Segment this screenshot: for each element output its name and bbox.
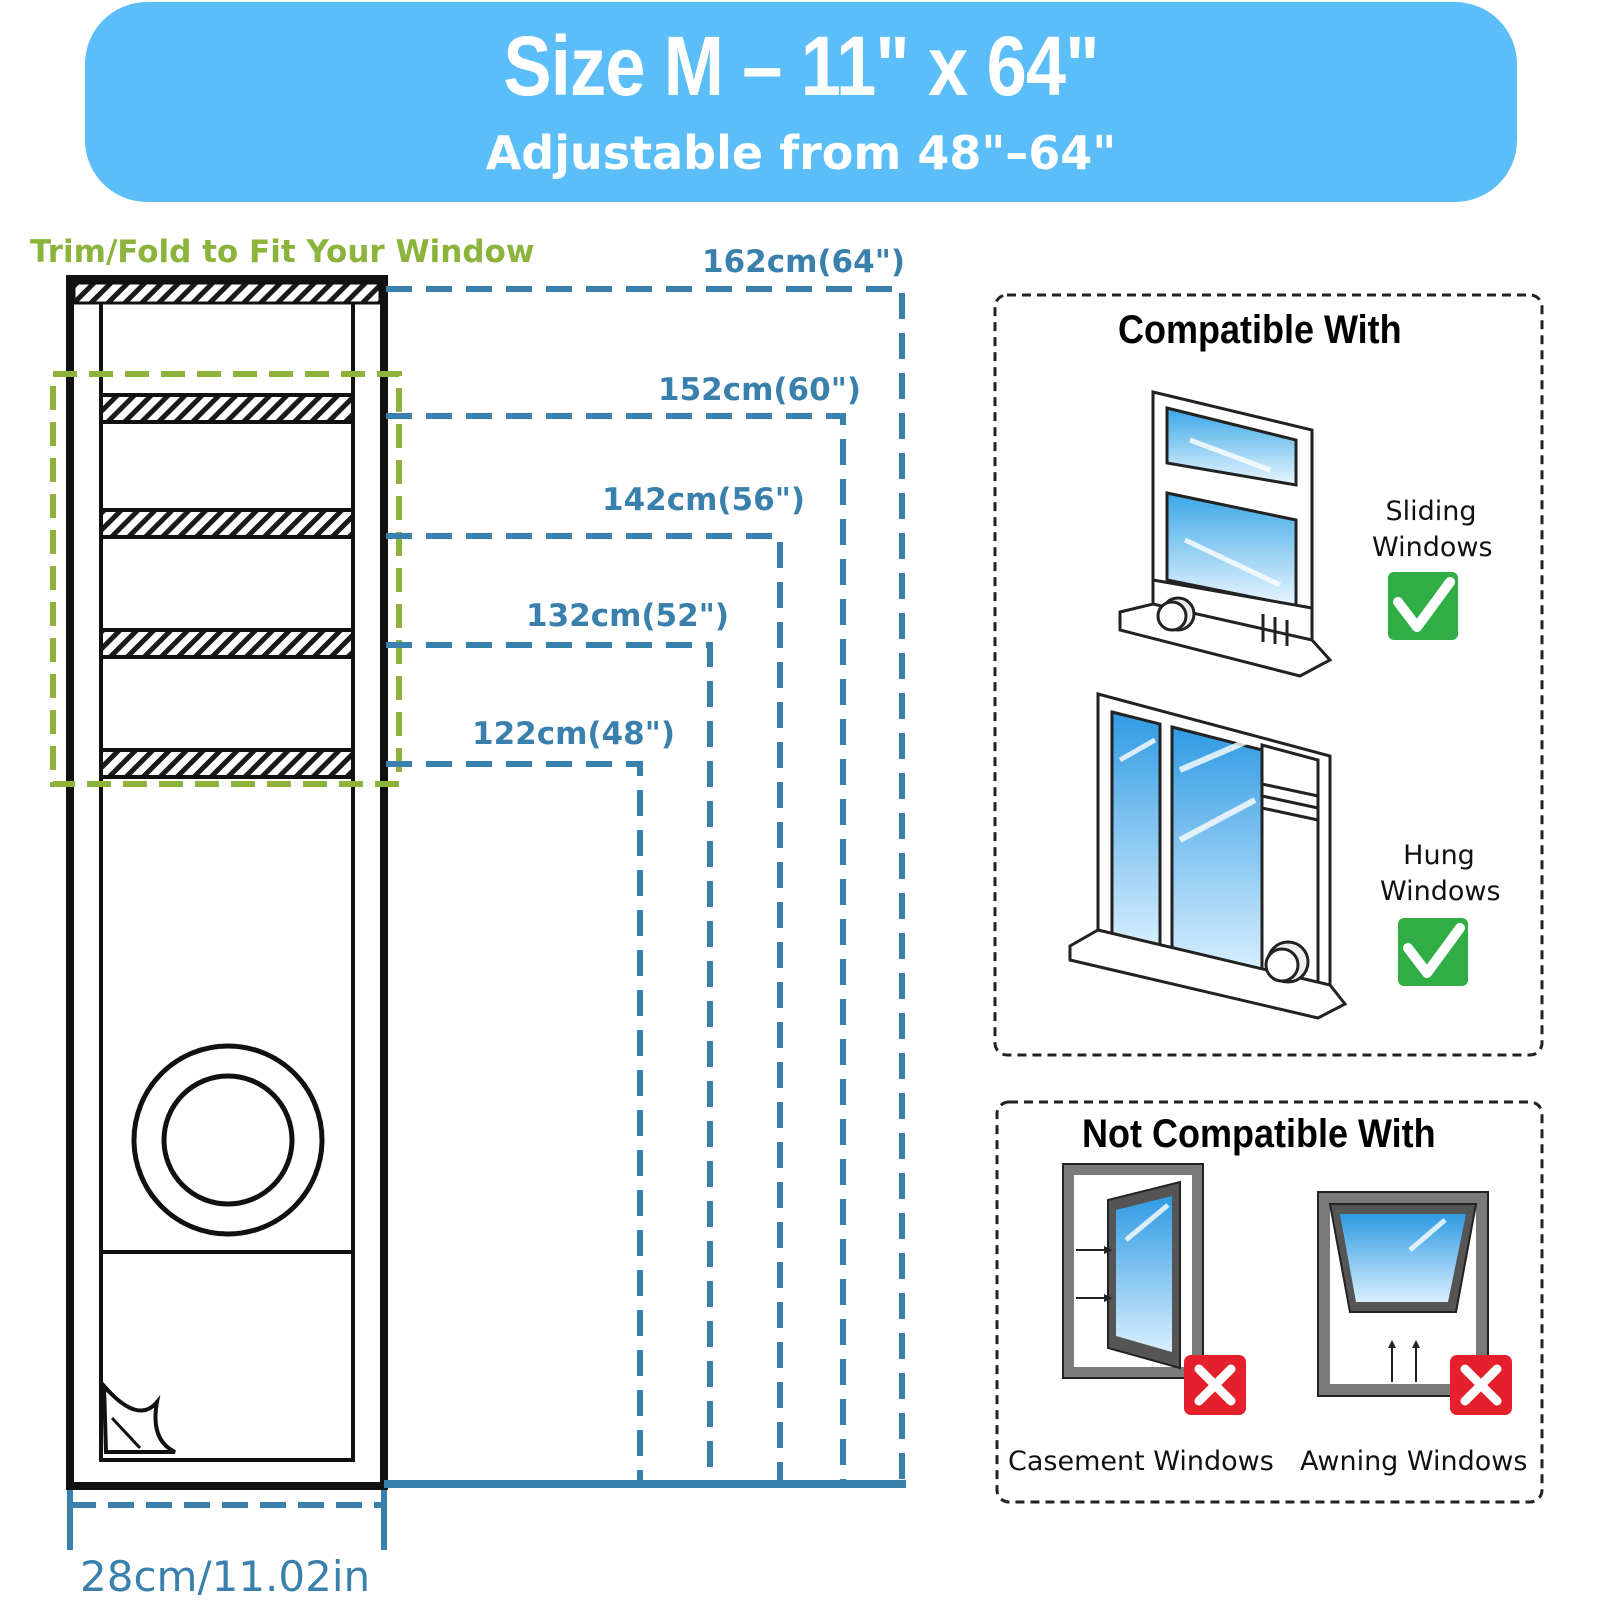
dimension-line-152cm	[386, 413, 846, 1484]
banner-title: Size M – 11" x 64"	[503, 19, 1099, 113]
window-panel	[66, 275, 388, 1490]
size-banner: Size M – 11" x 64" Adjustable from 48"–6…	[85, 2, 1517, 202]
hung-window-icon	[1068, 692, 1348, 1020]
top-hatch-strip	[72, 281, 382, 305]
check-icon	[1388, 572, 1458, 640]
awning-windows-label: Awning Windows	[1300, 1446, 1528, 1477]
fold-strips	[99, 393, 355, 779]
width-label: 28cm/11.02in	[80, 1552, 371, 1601]
cross-icon	[1450, 1355, 1512, 1415]
casement-window-icon	[1062, 1163, 1204, 1379]
dimension-line-132cm	[386, 642, 713, 1484]
dimension-line-142cm	[386, 533, 783, 1484]
not-compatible-title: Not Compatible With	[1082, 1112, 1436, 1156]
dimension-line-122cm	[386, 761, 643, 1484]
check-icon	[1398, 918, 1468, 986]
length-label-122cm: 122cm(48")	[472, 716, 676, 752]
length-label-142cm: 142cm(56")	[602, 482, 806, 518]
width-dimension	[67, 1490, 387, 1550]
hung-windows-label: Hung Windows	[1380, 840, 1501, 907]
awning-window-icon	[1317, 1191, 1489, 1397]
trim-fold-zone	[50, 371, 402, 787]
sliding-windows-label: Sliding Windows	[1372, 496, 1493, 563]
compatible-title: Compatible With	[1118, 308, 1402, 352]
compatible-box	[993, 293, 1544, 1057]
dimension-line-162cm	[386, 286, 905, 1484]
length-dimension-lines	[386, 286, 905, 1484]
exhaust-hole-icon	[131, 1043, 325, 1237]
corner-peel-icon	[101, 1380, 176, 1454]
not-compatible-box	[995, 1100, 1544, 1504]
banner-subtitle: Adjustable from 48"–64"	[485, 126, 1117, 180]
length-label-162cm: 162cm(64")	[702, 244, 906, 280]
sliding-window-icon	[1118, 390, 1333, 678]
length-label-132cm: 132cm(52")	[526, 598, 730, 634]
cross-icon	[1184, 1355, 1246, 1415]
trim-fold-label: Trim/Fold to Fit Your Window	[30, 234, 535, 270]
length-label-152cm: 152cm(60")	[658, 372, 862, 408]
casement-windows-label: Casement Windows	[1008, 1446, 1274, 1477]
